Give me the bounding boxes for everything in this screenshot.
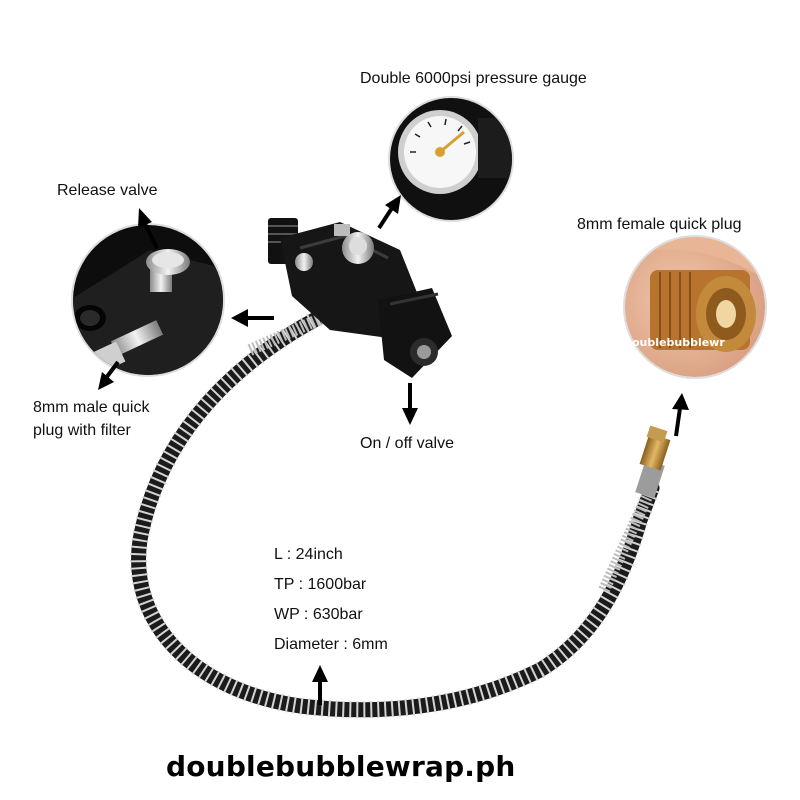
watermark-overlay: oublebubblewr — [632, 336, 725, 349]
spec-test-pressure: TP : 1600bar — [274, 576, 367, 593]
arrow-specs — [312, 665, 328, 705]
arrow-male-plug — [98, 360, 120, 390]
female-plug-label: 8mm female quick plug — [577, 216, 742, 233]
spec-length: L : 24inch — [274, 546, 343, 563]
male-plug-label-line2: plug with filter — [33, 422, 131, 439]
arrow-to-valve-inset — [231, 309, 274, 327]
onoff-valve-label: On / off valve — [360, 435, 454, 452]
male-plug-label-line1: 8mm male quick — [33, 399, 150, 416]
release-valve-inset — [71, 223, 225, 377]
spec-working-pressure: WP : 630bar — [274, 606, 363, 623]
spec-diameter: Diameter : 6mm — [274, 636, 388, 653]
end-fitting — [635, 425, 671, 499]
arrow-female-plug — [672, 393, 689, 437]
arrow-gauge — [377, 195, 401, 230]
arrow-onoff-valve — [402, 383, 418, 425]
gauge-label: Double 6000psi pressure gauge — [360, 70, 587, 87]
spec-list: L : 24inch TP : 1600bar WP : 630bar Diam… — [274, 540, 388, 660]
arrow-release-valve — [138, 208, 159, 249]
braided-hose — [130, 310, 660, 719]
bolt — [295, 253, 313, 271]
fill-valve — [268, 218, 452, 378]
female-plug-inset — [623, 235, 767, 379]
brand-watermark: doublebubblewrap.ph — [166, 750, 516, 783]
release-valve-label: Release valve — [57, 182, 158, 199]
gauge-inset — [388, 96, 514, 222]
